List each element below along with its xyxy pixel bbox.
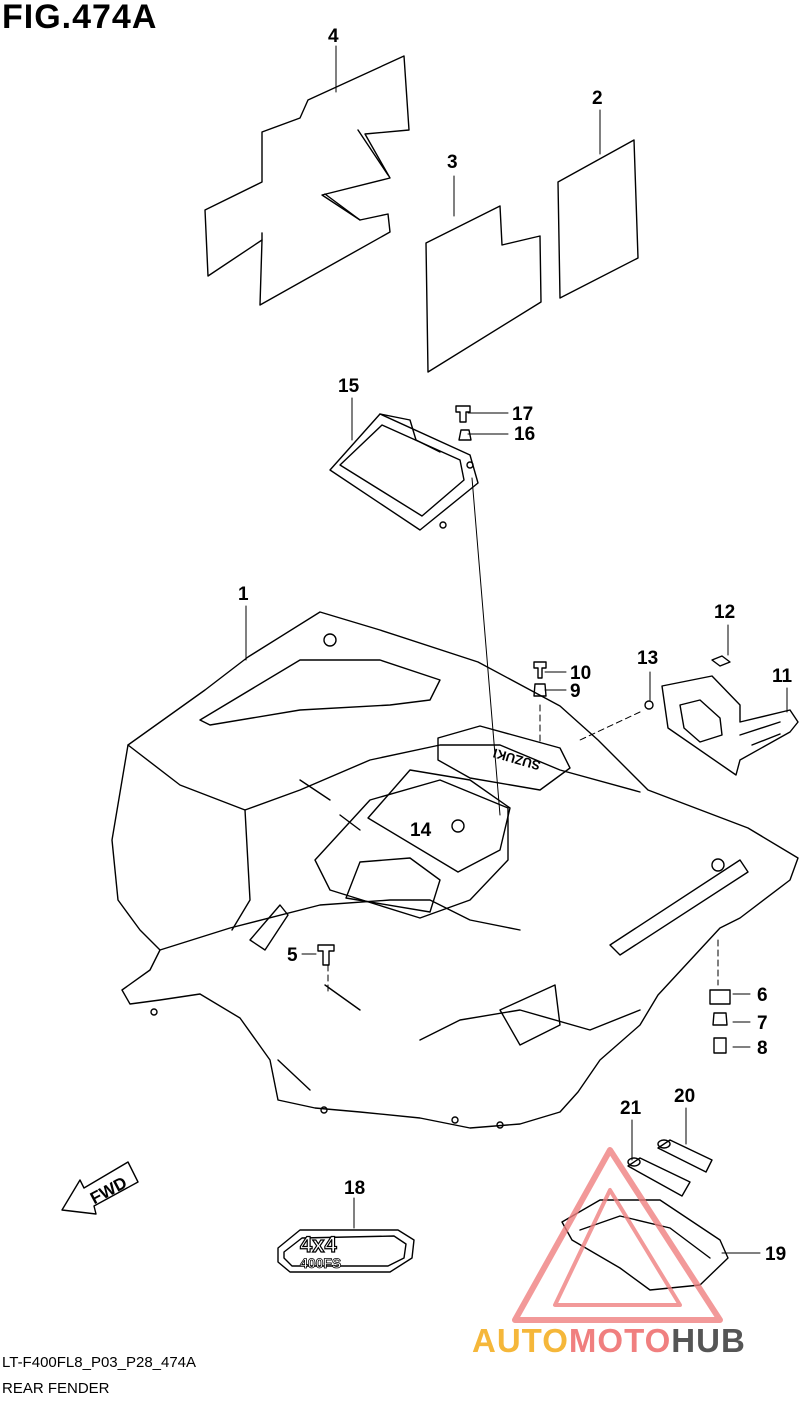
watermark-logo: AUTOMOTOHUB	[472, 1322, 746, 1360]
callout-8: 8	[757, 1038, 768, 1059]
callout-15: 15	[338, 376, 360, 397]
callout-3: 3	[447, 152, 458, 173]
bracket-11-outline	[661, 675, 799, 776]
cushion-19-outline	[561, 1199, 729, 1291]
fwd-arrow-outline	[61, 1161, 139, 1215]
decal-2-outline	[557, 139, 639, 299]
callout-12: 12	[714, 602, 735, 623]
callout-2: 2	[592, 88, 603, 109]
callout-4: 4	[328, 26, 339, 47]
callout-20: 20	[674, 1086, 695, 1107]
fasteners	[317, 405, 731, 1054]
callout-16: 16	[514, 424, 535, 445]
figure-name: REAR FENDER	[2, 1380, 110, 1397]
callout-11: 11	[772, 666, 793, 687]
decal-3-outline	[425, 205, 542, 373]
sleeve-21-outline	[627, 1157, 691, 1197]
callout-7: 7	[757, 1013, 768, 1034]
callout-13: 13	[637, 648, 658, 669]
watermark-part-auto: AUTO	[472, 1322, 569, 1359]
figure-code: LT-F400FL8_P03_P28_474A	[2, 1354, 197, 1371]
callout-18: 18	[344, 1178, 365, 1199]
callout-17: 17	[512, 404, 533, 425]
callout-19: 19	[765, 1244, 786, 1265]
callout-10: 10	[570, 663, 591, 684]
rear-fender-1-outline	[111, 611, 799, 1129]
watermark-triangle	[512, 1147, 723, 1323]
callout-14: 14	[410, 820, 432, 841]
callout-21: 21	[620, 1098, 642, 1119]
fwd-label: FWD	[87, 1173, 130, 1208]
brand-embossing: SUZUKI	[491, 746, 542, 774]
watermark-part-hub: HUB	[671, 1322, 746, 1359]
decal-18-outline	[277, 1229, 415, 1273]
decal-4x4-text: 4x4	[300, 1232, 337, 1257]
watermark-part-moto: MOTO	[568, 1322, 672, 1359]
callout-5: 5	[287, 945, 298, 966]
decal-400fs-text: 400FS	[300, 1255, 341, 1271]
callout-1: 1	[238, 584, 249, 605]
sleeve-20-outline	[657, 1139, 713, 1173]
tray-15-outline	[329, 413, 479, 531]
callout-6: 6	[757, 985, 768, 1006]
decal-4-outline	[204, 55, 410, 306]
callout-9: 9	[570, 681, 581, 702]
figure-title: FIG.474A	[2, 0, 158, 36]
